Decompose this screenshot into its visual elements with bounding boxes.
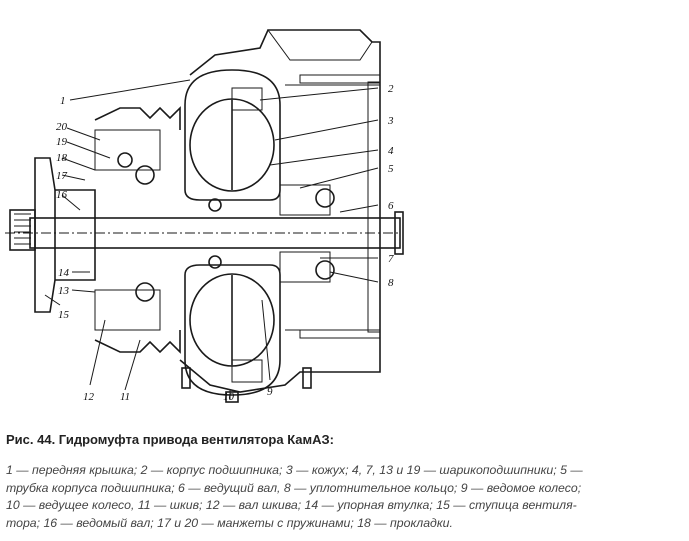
callout-13: 13 <box>58 285 70 297</box>
callout-11: 11 <box>120 391 130 403</box>
callout-9: 9 <box>267 386 273 398</box>
callout-19: 19 <box>56 136 68 148</box>
callout-7: 7 <box>388 253 394 265</box>
callout-2: 2 <box>388 83 394 95</box>
callout-5: 5 <box>388 163 394 175</box>
callout-labels: 1 2 3 4 5 6 7 8 9 10 11 12 13 14 15 16 1… <box>56 83 394 403</box>
callout-18: 18 <box>56 152 68 164</box>
callout-15: 15 <box>58 309 70 321</box>
callout-16: 16 <box>56 189 68 201</box>
figure-caption: Рис. 44. Гидромуфта привода вентилятора … <box>6 432 335 447</box>
front-cover <box>9 106 181 354</box>
legend-line: тора; 16 — ведомый вал; 17 и 20 — манжет… <box>6 515 453 530</box>
callout-4: 4 <box>388 145 394 157</box>
callout-6: 6 <box>388 200 394 212</box>
callout-3: 3 <box>387 115 394 127</box>
legend-line: 1 — передняя крышка; 2 — корпус подшипни… <box>6 463 583 477</box>
callout-1: 1 <box>60 95 66 107</box>
bearings <box>117 87 335 383</box>
turbine-wheels <box>184 69 281 396</box>
callout-10: 10 <box>223 391 235 403</box>
callout-8: 8 <box>388 277 394 289</box>
callout-14: 14 <box>58 267 70 279</box>
shaft <box>5 211 404 255</box>
legend-line: 10 — ведущее колесо, 11 — шкив; 12 — вал… <box>6 498 577 513</box>
figure-legend: 1 — передняя крышка; 2 — корпус подшипни… <box>6 462 686 532</box>
callout-12: 12 <box>83 391 95 403</box>
legend-line: трубка корпуса подшипника; 6 — ведущий в… <box>6 480 582 495</box>
bolts <box>181 367 312 403</box>
fluid-coupling-drawing: 1 2 3 4 5 6 7 8 9 10 11 12 13 14 15 16 1… <box>5 29 404 403</box>
callout-17: 17 <box>56 170 68 182</box>
housing <box>179 29 381 393</box>
callout-20: 20 <box>56 121 68 133</box>
leader-lines <box>44 79 379 400</box>
